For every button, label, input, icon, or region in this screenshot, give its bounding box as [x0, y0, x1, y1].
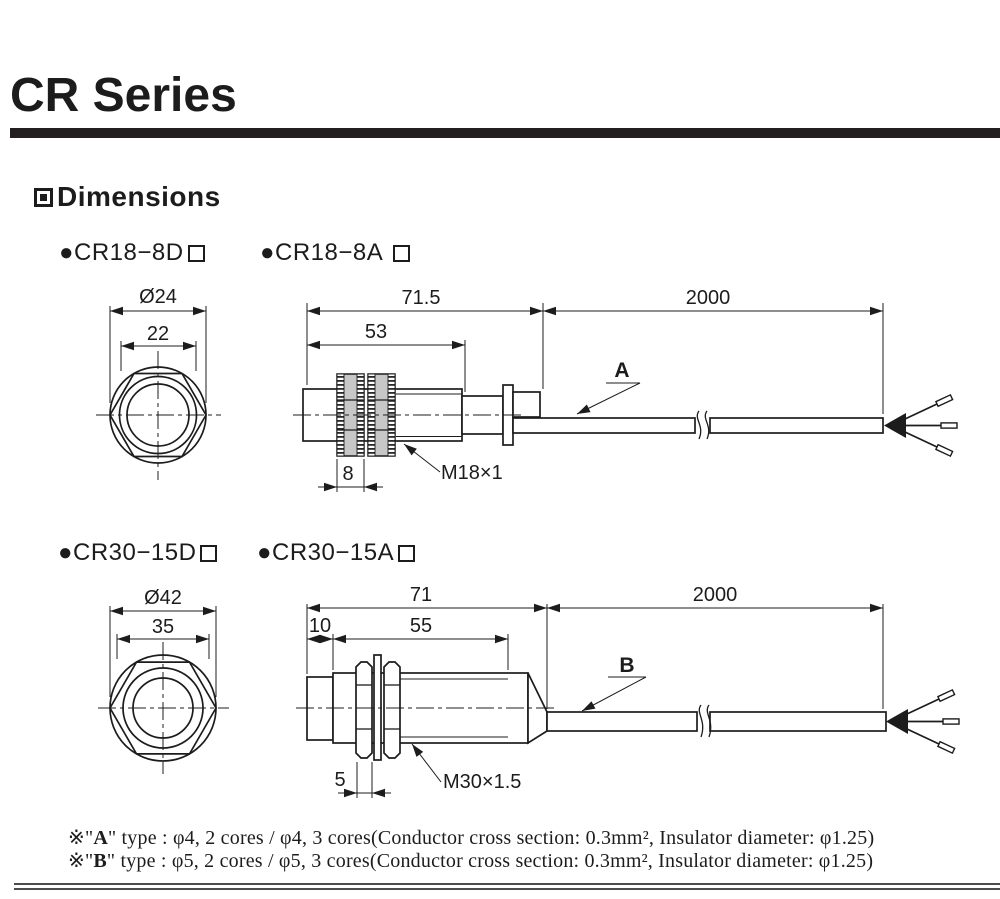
- model-label-cr18-8a: ●CR18−8A: [260, 239, 411, 267]
- cr30-side-view: [296, 654, 960, 761]
- note-type-letter: A: [93, 827, 108, 849]
- cr30-hex-nut: [355, 661, 373, 759]
- model-text: ●CR30−15D: [58, 539, 197, 566]
- cr18-side-view: [293, 373, 958, 458]
- model-text: ●CR18−8A: [260, 239, 384, 266]
- bottom-rule: [14, 883, 1000, 890]
- thread-spec-label: M30×1.5: [443, 771, 521, 793]
- cr30-hex-nut: [383, 661, 401, 759]
- dim-across-flats: 22: [147, 323, 169, 345]
- thread-spec-label: M18×1: [441, 462, 503, 484]
- filled-square-icon: [34, 187, 53, 207]
- cr30-cable: [546, 688, 960, 755]
- thread-leader: [408, 741, 442, 783]
- note-prefix: ※": [68, 850, 94, 872]
- note-prefix: ※": [68, 827, 94, 849]
- cable-type-leader: [580, 676, 647, 715]
- cable-type-label: B: [619, 654, 634, 677]
- dim-nut-width: 5: [334, 769, 345, 791]
- model-text: ●CR18−8D: [59, 239, 184, 266]
- cr18-front-dimensions: Ø24 22: [109, 286, 207, 403]
- cr18-cable-clamp: [512, 391, 541, 418]
- cr30-front-dimensions: Ø42 35: [109, 587, 217, 697]
- section-title: Dimensions: [57, 181, 221, 212]
- dim-nut-width: 8: [342, 463, 353, 485]
- model-text: ●CR30−15A: [257, 539, 395, 566]
- dim-outer-diameter: Ø42: [144, 587, 182, 609]
- model-label-cr18-8d: ●CR18−8D: [59, 239, 205, 267]
- note-text: " type : φ5, 2 cores / φ5, 3 cores(Condu…: [106, 850, 874, 872]
- model-suffix-box: [398, 544, 416, 562]
- thread-leader: [401, 440, 441, 473]
- dim-overall-length: 71: [410, 584, 432, 606]
- dim-body-length: 53: [365, 321, 387, 343]
- model-suffix-box: [393, 244, 411, 262]
- cr30-front-view: [98, 642, 229, 774]
- dim-cable-length: 2000: [693, 584, 738, 606]
- model-label-cr30-15a: ●CR30−15A: [257, 539, 416, 567]
- dim-cable-length: 2000: [686, 287, 731, 309]
- cr18-front-view: [96, 351, 221, 480]
- cr18-side-dimensions: 71.5 53 2000 8 M18×1: [306, 287, 884, 492]
- cable-type-leader: [575, 382, 641, 418]
- dim-overall-length: 71.5: [402, 287, 441, 309]
- dim-outer-diameter: Ø24: [139, 286, 177, 308]
- cable-type-label: A: [614, 359, 629, 382]
- note-text: " type : φ4, 2 cores / φ4, 3 cores(Condu…: [107, 827, 875, 849]
- note-type-letter: B: [93, 850, 107, 872]
- dimensions-section-header: Dimensions: [34, 181, 221, 213]
- model-suffix-box: [200, 544, 218, 562]
- dim-body-length: 55: [410, 615, 432, 637]
- dim-across-flats: 35: [152, 616, 174, 638]
- note-type-a: ※"A" type : φ4, 2 cores / φ4, 3 cores(Co…: [68, 825, 874, 850]
- note-type-b: ※"B" type : φ5, 2 cores / φ5, 3 cores(Co…: [68, 848, 873, 873]
- cr18-cable: [512, 393, 958, 458]
- dim-head-length: 10: [309, 615, 331, 637]
- title-rule: [10, 128, 1000, 138]
- model-suffix-box: [187, 244, 205, 262]
- cr30-side-dimensions: 71 10 55 2000 5 M30×1.5: [306, 584, 884, 798]
- model-label-cr30-15d: ●CR30−15D: [58, 539, 218, 567]
- page-title: CR Series: [10, 69, 237, 122]
